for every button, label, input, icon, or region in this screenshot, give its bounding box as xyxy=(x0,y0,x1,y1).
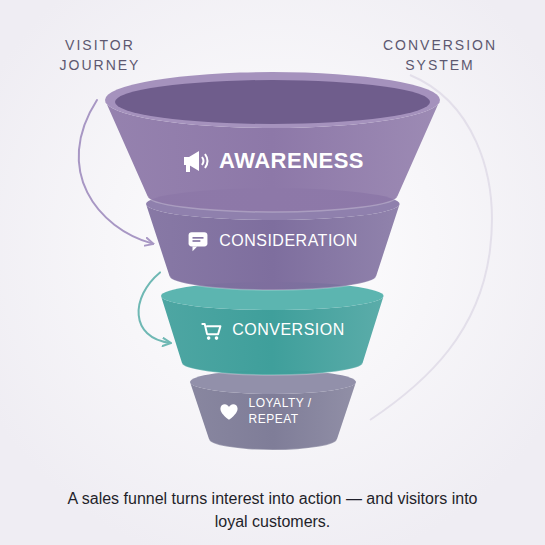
stage-label: CONVERSION xyxy=(232,320,345,341)
band-edge xyxy=(209,439,337,450)
band-content: CONSIDERATION xyxy=(144,208,402,274)
band-content: AWARENESS xyxy=(103,128,442,194)
corner-label: CONVERSION SYSTEM xyxy=(360,36,520,75)
band-row: CONVERSION xyxy=(200,320,345,342)
band-row: AWARENESS xyxy=(181,147,364,176)
stage-icon xyxy=(187,230,209,252)
stage-label: CONSIDERATION xyxy=(219,231,358,252)
band-rim xyxy=(146,188,400,220)
band-row: CONSIDERATION xyxy=(187,230,358,252)
stage-icon xyxy=(200,320,222,342)
caption: A sales funnel turns interest into actio… xyxy=(60,487,485,533)
band-rim xyxy=(190,370,356,394)
band-shape xyxy=(188,370,358,450)
stage-label: AWARENESS xyxy=(219,147,364,176)
band-row: LOYALTY / REPEAT xyxy=(219,396,327,427)
funnel-band: CONVERSION xyxy=(159,282,386,375)
band-rim xyxy=(105,72,440,128)
band-content: CONVERSION xyxy=(159,300,386,361)
band-rim xyxy=(161,282,384,310)
band-edge xyxy=(182,363,363,375)
band-content: LOYALTY / REPEAT xyxy=(188,386,358,437)
stage-icon xyxy=(181,147,209,175)
funnel-opening xyxy=(115,80,430,124)
corner-label: VISITOR JOURNEY xyxy=(40,36,160,75)
funnel-band: AWARENESS xyxy=(103,72,442,212)
band-shape xyxy=(103,72,442,212)
stage-label: LOYALTY / REPEAT xyxy=(249,396,327,427)
funnel-band: LOYALTY / REPEAT xyxy=(188,370,358,450)
stage-icon xyxy=(219,402,239,422)
